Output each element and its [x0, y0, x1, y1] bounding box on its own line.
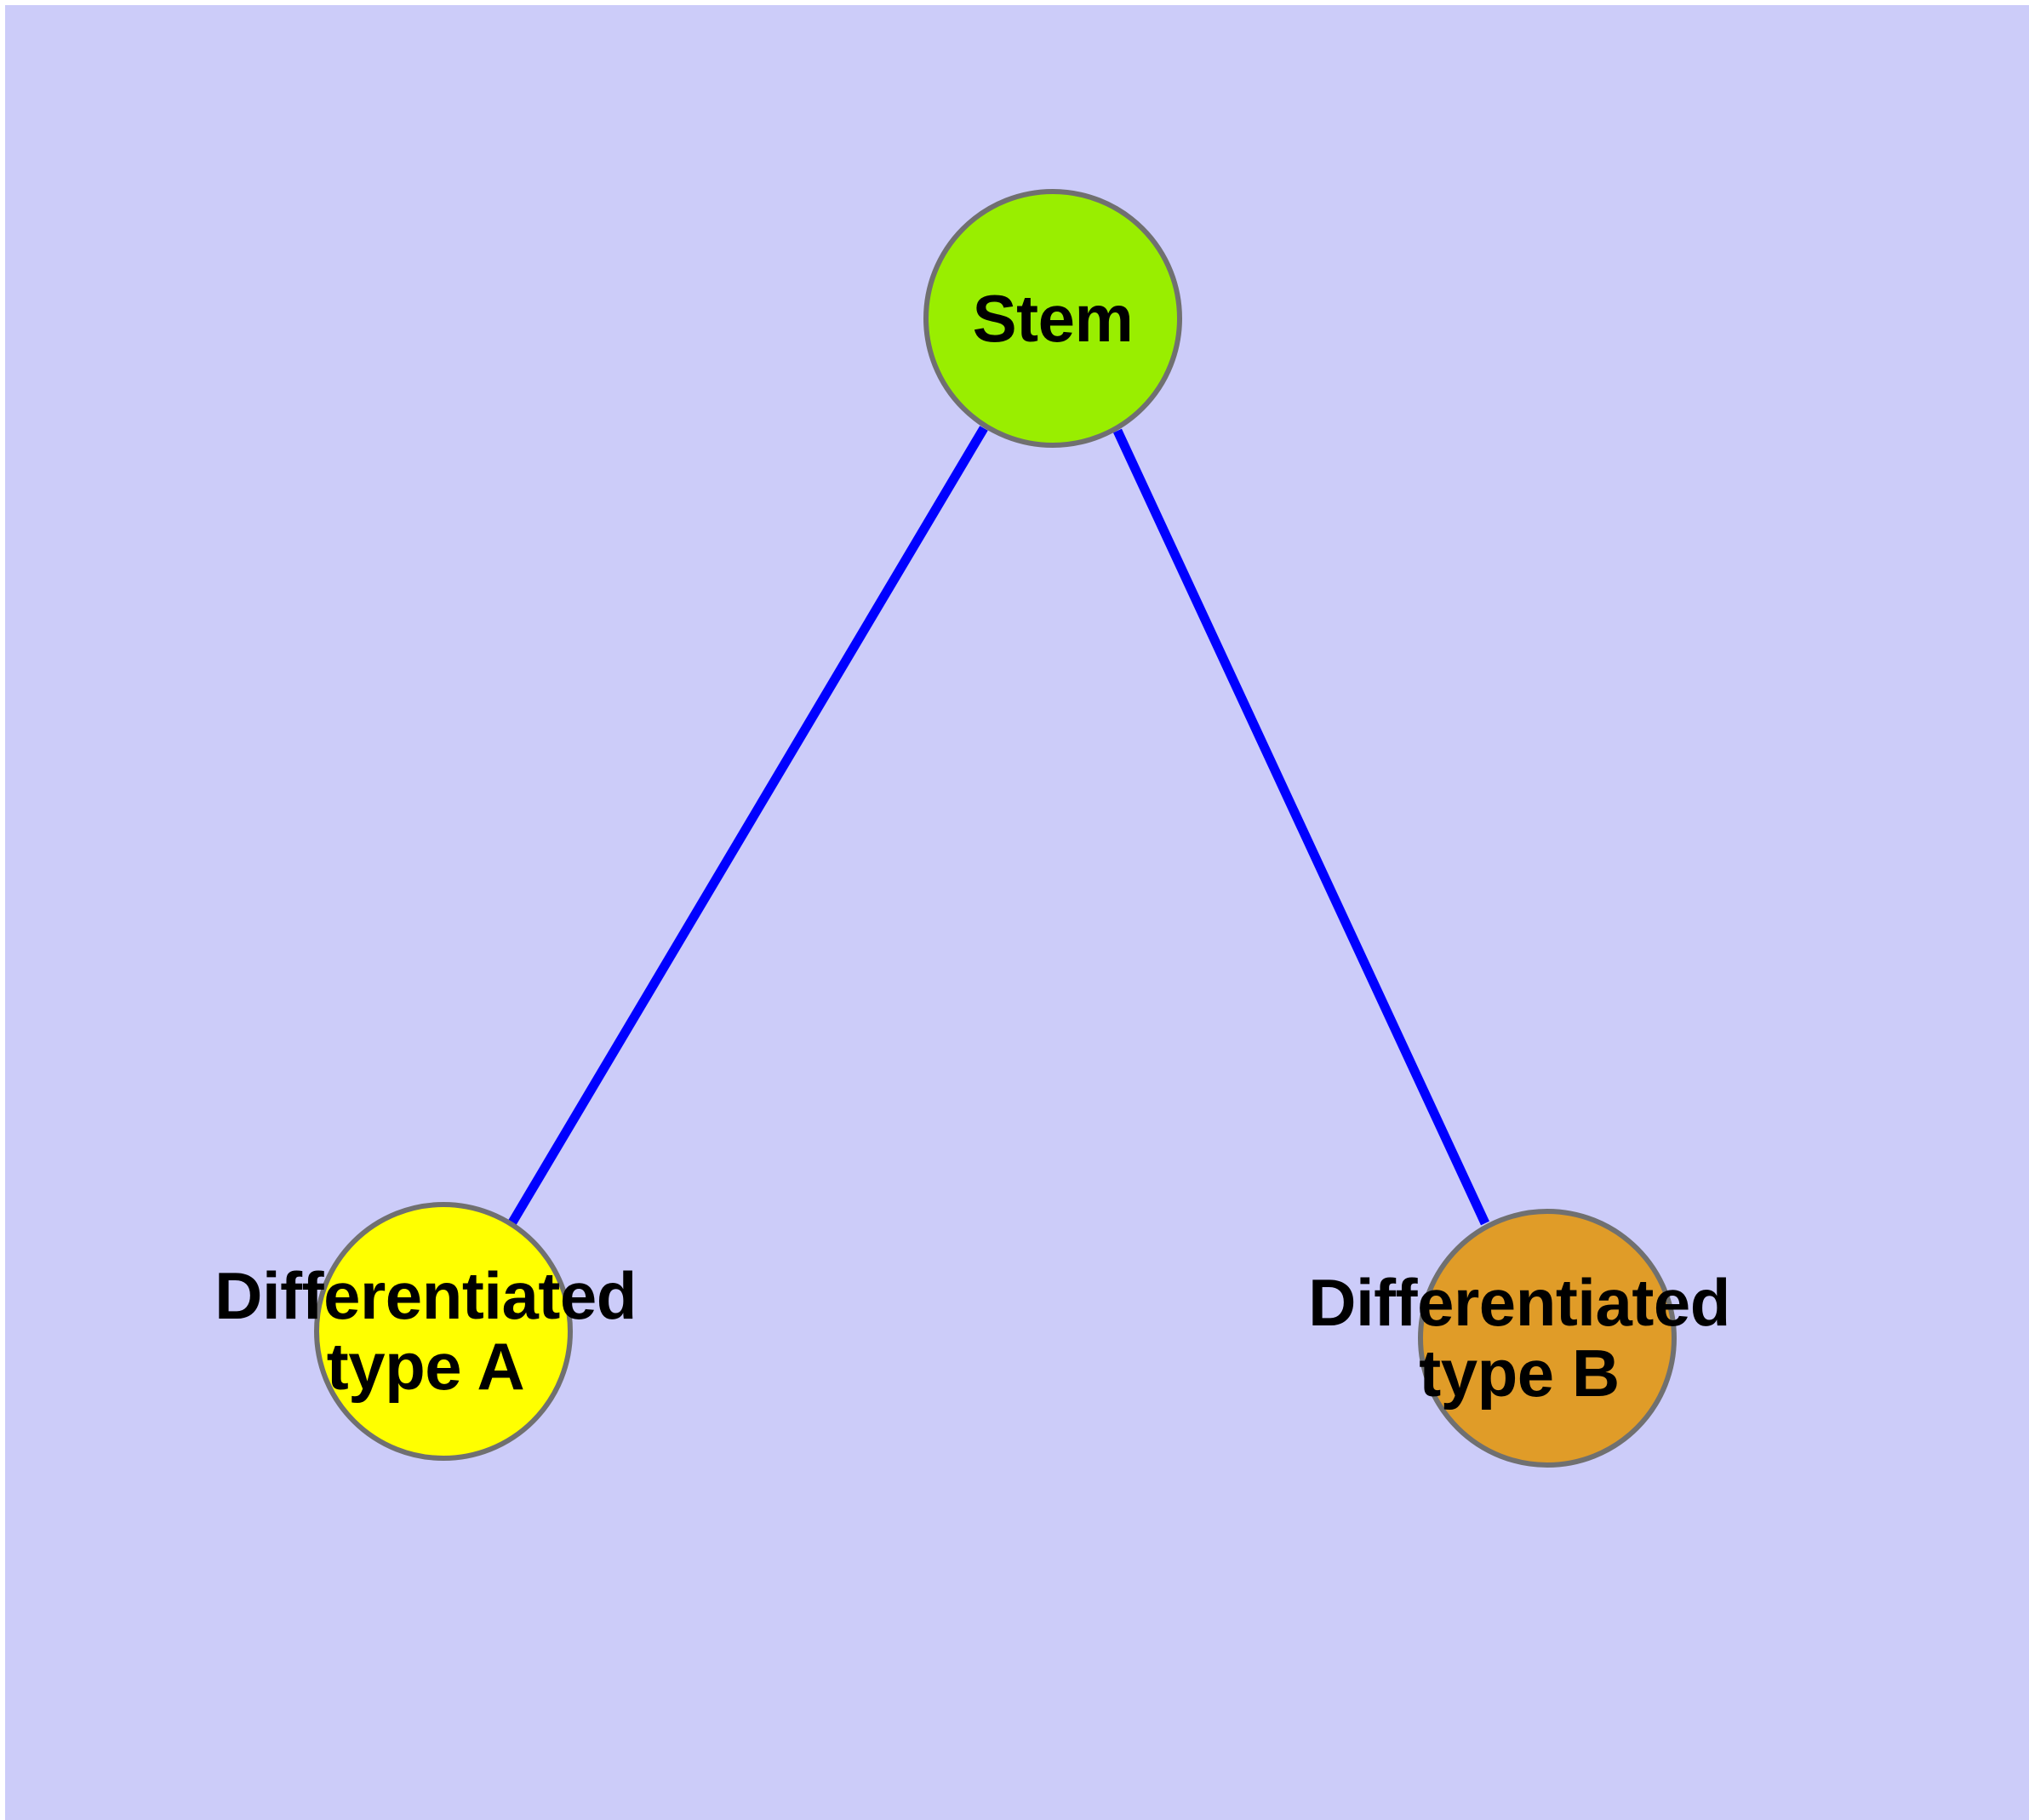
edge-stem-to-differentiated-type-b	[1113, 428, 1489, 1226]
node-stem-circle[interactable]	[923, 189, 1182, 448]
node-differentiated-type-a-circle[interactable]	[314, 1202, 573, 1461]
edge-stem-to-differentiated-type-a	[508, 426, 988, 1225]
node-differentiated-type-b-circle[interactable]	[1418, 1209, 1677, 1468]
